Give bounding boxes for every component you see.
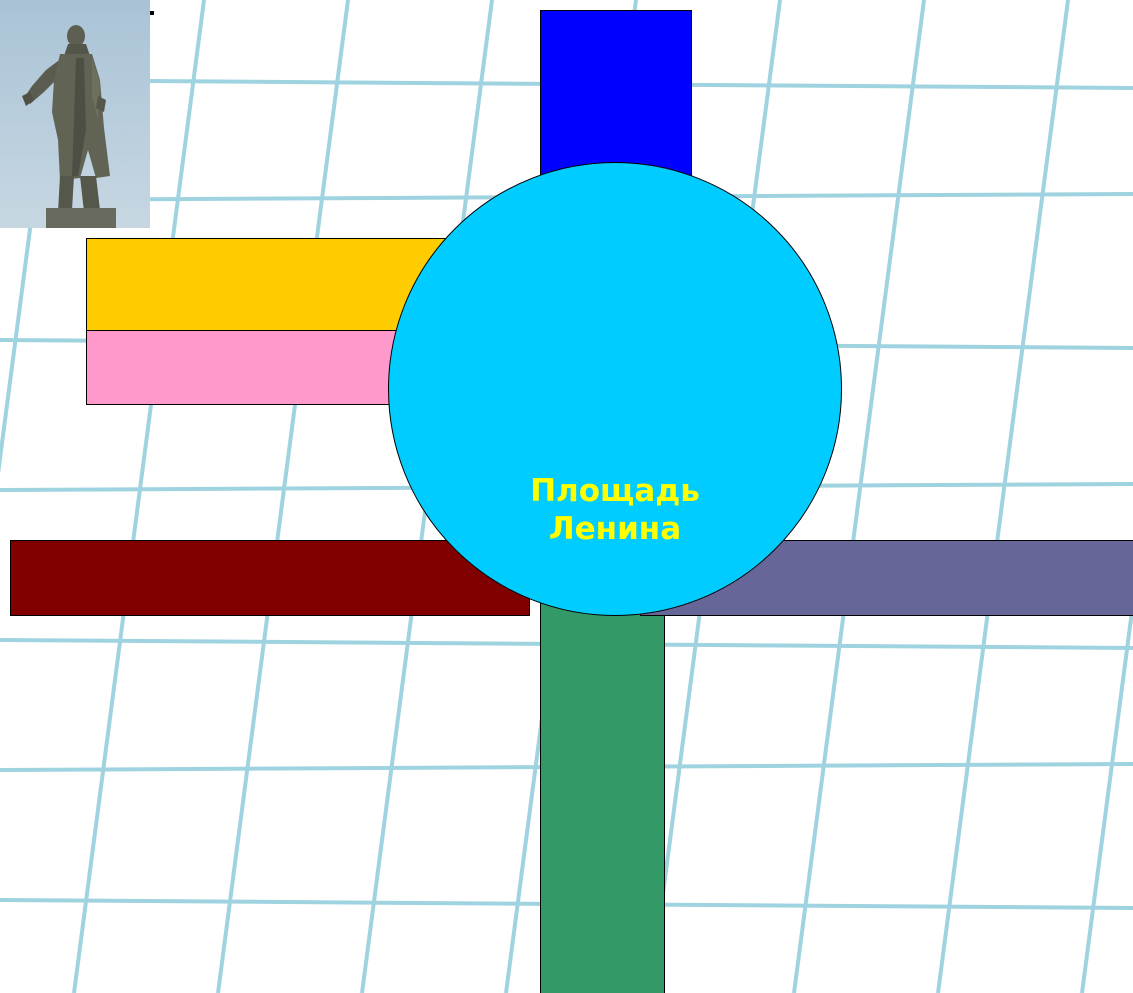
lenin-statue-photo [0, 0, 150, 228]
grid-line [1082, 0, 1133, 993]
grid-line [938, 0, 1068, 993]
lane-eastbound [86, 330, 406, 405]
square-label-line1: Площадь [470, 472, 760, 510]
grid-line [218, 0, 348, 993]
square-label-line2: Ленина [470, 510, 760, 548]
lane-westbound [86, 238, 446, 331]
road-south [540, 560, 665, 993]
road-west [10, 540, 530, 616]
square-label: Площадь Ленина [470, 472, 760, 548]
